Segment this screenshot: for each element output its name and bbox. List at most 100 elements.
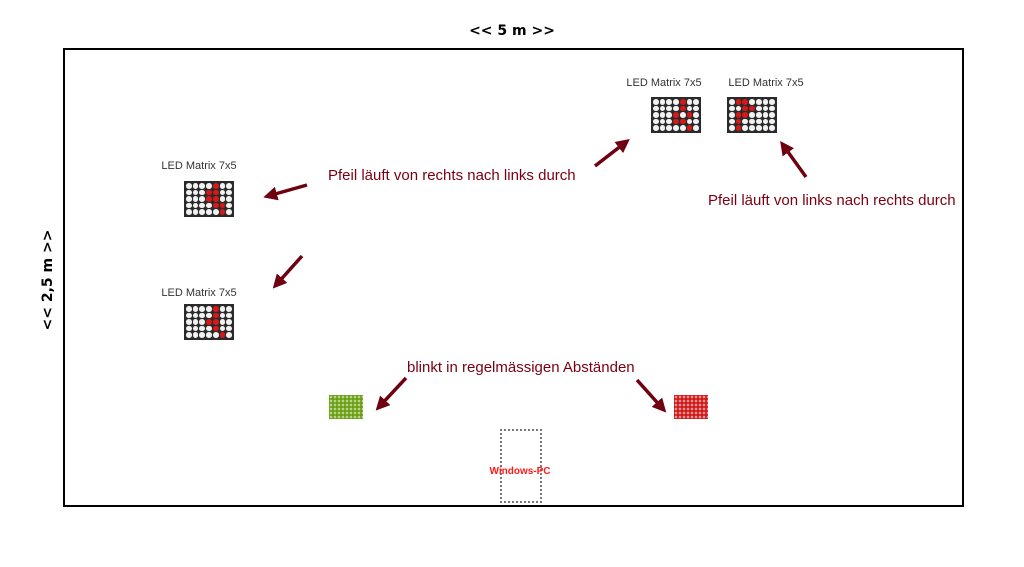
width-dimension-label: << 5 m >> (469, 23, 555, 39)
led-dot-off (219, 306, 226, 312)
arrow-to-left-top-matrix (263, 183, 308, 201)
led-dot-off (199, 196, 206, 202)
led-dot-off (206, 202, 212, 209)
led-dot-off (206, 183, 212, 189)
arrow-to-top-a-matrix (593, 139, 630, 168)
led-dot-off (226, 319, 232, 325)
led-dot-off (199, 325, 206, 332)
led-dot-off (666, 125, 673, 131)
windows-pc-box (500, 429, 542, 503)
led-dot-on (742, 99, 749, 105)
led-dot-off (755, 99, 762, 105)
led-dot-off (666, 99, 673, 105)
led-dot-off (226, 183, 232, 189)
led-dot-off (762, 125, 769, 131)
led-dot-on (686, 125, 693, 131)
led-dot-on (212, 306, 219, 312)
arrow-to-red-panel (635, 378, 667, 413)
room-outline (63, 48, 964, 507)
led-dot-off (729, 118, 735, 125)
led-dot-on (219, 332, 226, 338)
led-dot-on (679, 99, 686, 105)
led-dot-off (742, 118, 749, 125)
led-dot-off (749, 118, 755, 125)
led-dot-off (735, 105, 742, 112)
led-dot-off (192, 209, 199, 215)
led-dot-on (212, 196, 219, 202)
led-dot-off (192, 196, 199, 202)
led-dot-off (212, 332, 219, 338)
led-dot-off (219, 189, 226, 196)
led-dot-off (199, 202, 206, 209)
led-dot-off (212, 209, 219, 215)
led-dot-off (186, 189, 192, 196)
led-dot-on (735, 125, 742, 131)
led-dot-on (749, 105, 755, 112)
led-dot-off (206, 306, 212, 312)
led-dot-on (735, 118, 742, 125)
led-dot-off (659, 118, 666, 125)
led-dot-off (219, 196, 226, 202)
led-dot-off (219, 325, 226, 332)
led-dot-off (653, 105, 659, 112)
led-dot-on (212, 325, 219, 332)
led-dot-off (729, 99, 735, 105)
led-dot-off (226, 209, 232, 215)
led-dot-off (679, 112, 686, 118)
led-dot-off (686, 118, 693, 125)
led-dot-off (762, 118, 769, 125)
led-dot-off (693, 105, 699, 112)
led-dot-off (769, 99, 775, 105)
led-dot-on (742, 112, 749, 118)
led-dot-off (653, 125, 659, 131)
led-dot-off (219, 319, 226, 325)
led-dot-off (749, 125, 755, 131)
led-dot-off (673, 105, 679, 112)
led-dot-on (735, 99, 742, 105)
arrow-to-green-panel (375, 376, 408, 411)
led-dot-off (755, 112, 762, 118)
led-dot-off (226, 306, 232, 312)
led-dot-on (206, 189, 212, 196)
led-dot-off (186, 319, 192, 325)
led-matrix-top-a (651, 97, 701, 133)
led-dot-on (686, 112, 693, 118)
led-dot-off (762, 99, 769, 105)
led-dot-off (673, 99, 679, 105)
led-dot-off (769, 112, 775, 118)
matrix-left-top-label: LED Matrix 7x5 (161, 160, 237, 172)
led-dot-off (659, 125, 666, 131)
led-dot-off (742, 125, 749, 131)
blink-panel-green (329, 395, 363, 419)
matrix-top-b-label: LED Matrix 7x5 (728, 77, 804, 89)
led-dot-off (755, 125, 762, 131)
led-dot-off (206, 209, 212, 215)
led-matrix-top-b (727, 97, 777, 133)
led-dot-off (693, 99, 699, 105)
led-dot-off (762, 112, 769, 118)
led-dot-off (729, 112, 735, 118)
led-dot-off (653, 99, 659, 105)
led-dot-off (226, 196, 232, 202)
led-dot-off (749, 99, 755, 105)
led-dot-off (186, 183, 192, 189)
led-dot-off (206, 332, 212, 338)
led-dot-off (199, 209, 206, 215)
led-dot-off (755, 118, 762, 125)
led-dot-off (653, 112, 659, 118)
led-dot-on (212, 189, 219, 196)
led-dot-off (666, 112, 673, 118)
led-dot-off (192, 202, 199, 209)
led-dot-off (199, 312, 206, 319)
led-dot-on (673, 112, 679, 118)
matrix-left-bottom-label: LED Matrix 7x5 (161, 287, 237, 299)
led-dot-on (212, 183, 219, 189)
led-dot-on (673, 118, 679, 125)
led-dot-off (199, 319, 206, 325)
led-dot-off (226, 189, 232, 196)
led-dot-on (206, 196, 212, 202)
led-dot-off (226, 312, 232, 319)
led-dot-off (729, 105, 735, 112)
led-dot-off (192, 306, 199, 312)
